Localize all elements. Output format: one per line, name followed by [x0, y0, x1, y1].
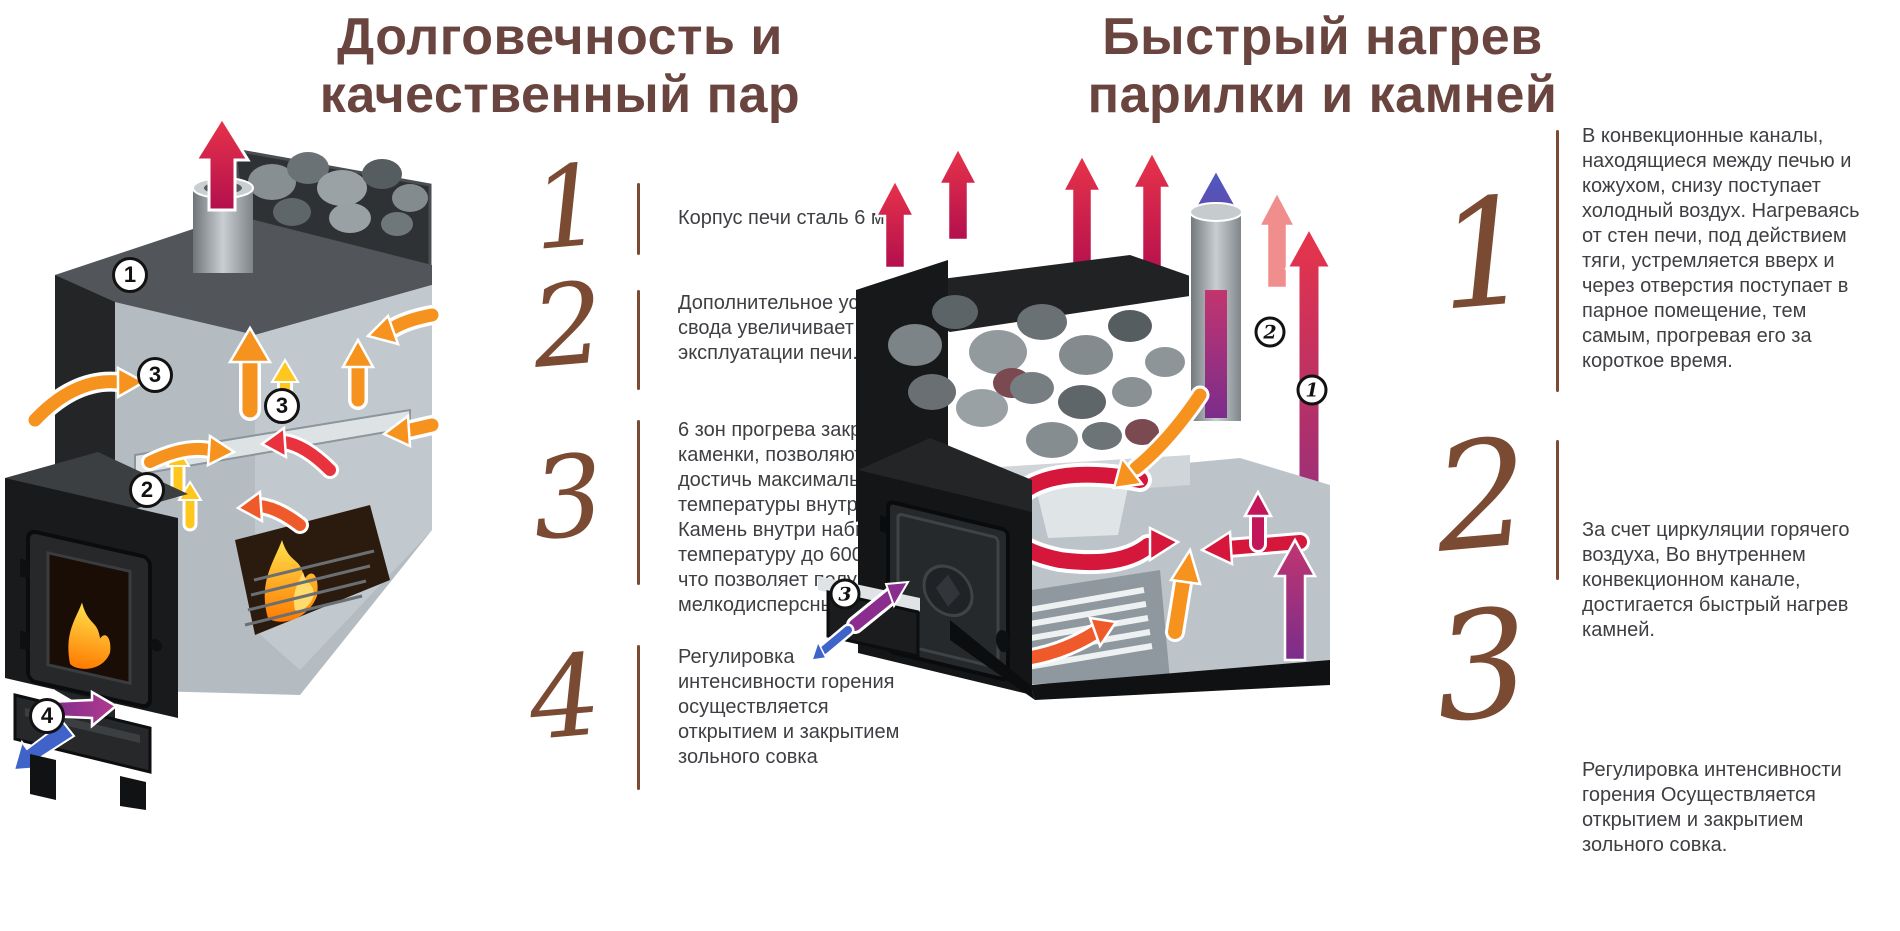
left-stove-svg — [5, 115, 442, 810]
door-handle — [996, 629, 1010, 653]
inner-channel-arrow-purple — [1272, 537, 1318, 662]
steam-funnel — [1035, 478, 1130, 538]
right-stove-firebox — [858, 438, 1032, 695]
circulation-arrow-head — [1148, 525, 1181, 563]
left-title-line1: Долговечность и — [337, 8, 783, 66]
circulation-arrows — [994, 385, 1318, 670]
right-item-1-divider — [1556, 130, 1559, 392]
left-item-2-number: 2 — [526, 258, 610, 394]
left-stove-legs — [30, 754, 146, 810]
fire-grate — [244, 549, 375, 627]
right-item-2-text: За счет циркуляции горячего воздуха, Во … — [1582, 519, 1850, 641]
chimney-inner-flow — [1205, 290, 1227, 418]
left-item-2-divider — [637, 290, 640, 390]
left-item-1-divider — [637, 183, 640, 255]
left-stove-fire-zone — [235, 505, 390, 635]
right-item-2-number: 2 — [1427, 406, 1537, 586]
right-item-3-text: Регулировка интенсивности горения Осущес… — [1582, 759, 1842, 856]
right-stove-svg — [810, 145, 1334, 700]
left-item-1-text: Корпус печи сталь 6 мм. — [678, 207, 904, 229]
left-stove-firebox — [5, 452, 188, 718]
right-section-title: Быстрый нагрев парилки и камней — [1015, 8, 1630, 124]
left-stove-top-plate — [55, 215, 432, 335]
right-stove-interior — [950, 455, 1330, 685]
ash-air-arrow-purple — [849, 589, 898, 631]
left-badge-3b: 3 — [264, 388, 300, 424]
right-badge-3: 3 — [829, 578, 861, 610]
right-item-1-number: 1 — [1430, 164, 1540, 344]
stones — [888, 295, 1185, 458]
left-item-3-divider — [637, 420, 640, 585]
left-stove-illustration — [0, 110, 442, 810]
right-stove-base — [950, 620, 1330, 700]
left-section-title: Долговечность и качественный пар — [235, 8, 885, 124]
door-handle — [150, 639, 162, 652]
door-ornament — [936, 574, 960, 607]
right-stove-chimney — [1189, 202, 1243, 423]
warm-air-arrow-pink — [1256, 189, 1298, 290]
left-badge-2: 2 — [129, 472, 165, 508]
left-badge-3a: 3 — [137, 357, 173, 393]
right-item-2-divider — [1556, 440, 1559, 580]
right-item-1-text: В конвекционные каналы, находящиеся межд… — [1582, 125, 1860, 372]
left-badge-4: 4 — [29, 698, 65, 734]
left-title-line2: качественный пар — [319, 66, 801, 124]
right-item-3-number: 3 — [1427, 576, 1537, 756]
heat-flow-arrows — [25, 305, 442, 534]
left-item-3-number: 3 — [526, 430, 610, 566]
orange-arrow-head — [116, 365, 147, 400]
left-item-4-number: 4 — [523, 630, 607, 766]
steam-up-arrow — [193, 115, 251, 212]
red-arrow-head — [259, 425, 288, 460]
left-badge-1: 1 — [112, 257, 148, 293]
right-badge-1: 1 — [1296, 374, 1328, 406]
stones — [248, 152, 428, 236]
firebox-door — [20, 529, 162, 709]
left-item-4-divider — [637, 645, 640, 790]
right-badge-2: 2 — [1254, 316, 1286, 348]
right-title-line2: парилки и камней — [1087, 66, 1558, 124]
left-item-4-text: Регулировка интенсивности горения осущес… — [678, 646, 900, 768]
right-title-line1: Быстрый нагрев — [1102, 8, 1543, 66]
left-item-1-number: 1 — [526, 140, 610, 276]
ash-air-arrow-blue — [820, 626, 852, 654]
right-stove-illustration — [800, 140, 1340, 700]
door-window-fire — [68, 602, 111, 669]
